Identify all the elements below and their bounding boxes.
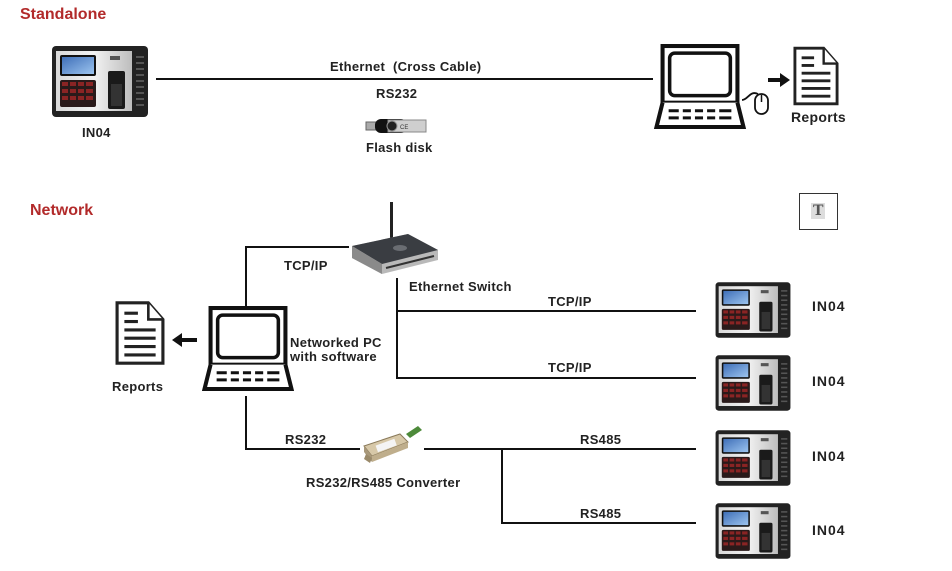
document-icon bbox=[115, 298, 165, 368]
fingerprint-terminal-icon bbox=[50, 44, 150, 119]
device-4-label: IN04 bbox=[812, 522, 846, 538]
device-3-link-label: RS485 bbox=[580, 432, 622, 447]
standalone-device-label: IN04 bbox=[82, 125, 111, 140]
fingerprint-terminal-icon bbox=[714, 422, 792, 494]
pc-switch-line-horizontal bbox=[245, 246, 349, 248]
fingerprint-terminal-icon bbox=[714, 274, 792, 346]
document-icon bbox=[793, 46, 839, 106]
mouse-icon bbox=[741, 92, 769, 115]
pc-switch-link-label: TCP/IP bbox=[284, 258, 328, 273]
ethernet-cable-line bbox=[156, 78, 653, 80]
pc-label-line1: Networked PC bbox=[290, 335, 382, 350]
device-2-line bbox=[396, 377, 696, 379]
pc-converter-line-horizontal bbox=[245, 448, 360, 450]
rs485-bus-line bbox=[501, 448, 503, 524]
device-1-line bbox=[396, 310, 696, 312]
svg-text:CE: CE bbox=[400, 125, 408, 131]
usb-flash-icon: CE bbox=[365, 119, 427, 133]
text-cursor-overlay: T bbox=[799, 193, 838, 230]
device-3-label: IN04 bbox=[812, 448, 846, 464]
fingerprint-terminal-icon bbox=[714, 347, 792, 419]
switch-label: Ethernet Switch bbox=[409, 279, 512, 294]
converter-label: RS232/RS485 Converter bbox=[306, 475, 461, 490]
device-3-line bbox=[424, 448, 696, 450]
rs232-link-label: RS232 bbox=[376, 86, 418, 101]
fingerprint-terminal-icon bbox=[714, 495, 792, 567]
text-cursor-icon: T bbox=[811, 203, 826, 219]
device-2-label: IN04 bbox=[812, 373, 846, 389]
pc-switch-line-vertical bbox=[245, 246, 247, 308]
pc-converter-line-vertical bbox=[245, 396, 247, 450]
pc-converter-link-label: RS232 bbox=[285, 432, 327, 447]
device-4-line bbox=[501, 522, 696, 524]
pc-label-line2: with software bbox=[290, 349, 377, 364]
arrow-left-icon bbox=[172, 333, 197, 347]
serial-converter-icon bbox=[363, 426, 422, 463]
network-reports-label: Reports bbox=[112, 379, 164, 394]
device-1-label: IN04 bbox=[812, 298, 846, 314]
switch-bus-line bbox=[396, 278, 398, 379]
ethernet-link-label: Ethernet (Cross Cable) bbox=[330, 59, 482, 74]
router-icon bbox=[352, 202, 438, 274]
section-title-standalone: Standalone bbox=[20, 6, 107, 23]
device-2-link-label: TCP/IP bbox=[548, 360, 592, 375]
arrow-right-icon bbox=[768, 73, 790, 87]
device-4-link-label: RS485 bbox=[580, 506, 622, 521]
standalone-reports-label: Reports bbox=[791, 109, 846, 125]
section-title-network: Network bbox=[30, 202, 94, 219]
computer-icon bbox=[653, 44, 747, 130]
device-1-link-label: TCP/IP bbox=[548, 294, 592, 309]
flash-disk-label: Flash disk bbox=[366, 140, 433, 155]
computer-icon bbox=[202, 306, 294, 392]
